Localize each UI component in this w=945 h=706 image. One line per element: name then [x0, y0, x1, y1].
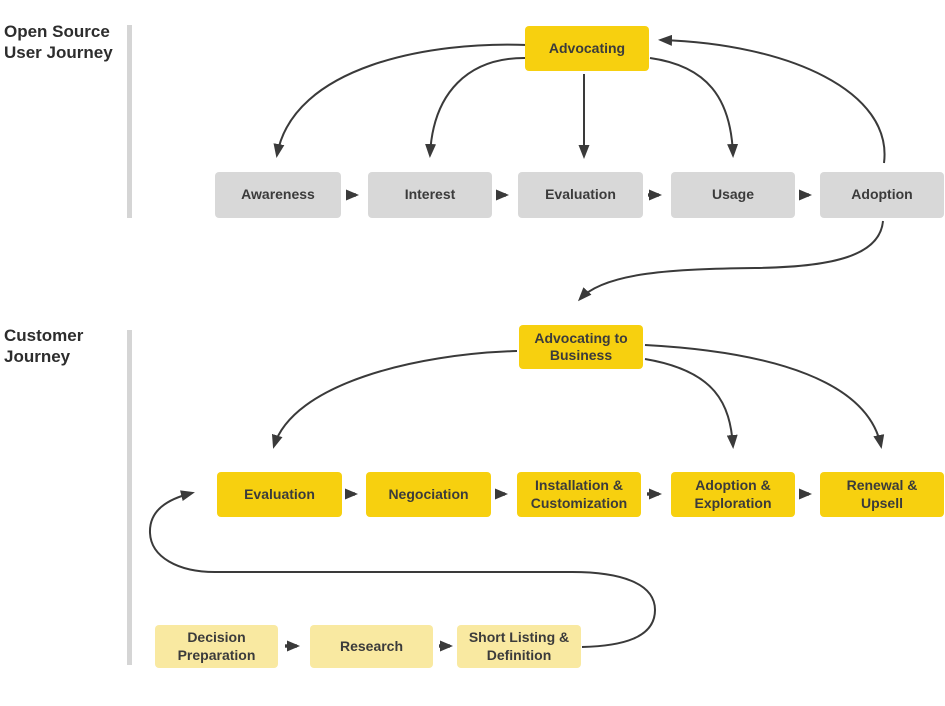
node-advocating: Advocating [525, 26, 649, 71]
node-negociation: Negociation [366, 472, 491, 517]
node-installation-customization: Installation & Customization [517, 472, 641, 517]
section-title-customer-journey: Customer Journey [4, 326, 83, 368]
node-decision-preparation: Decision Preparation [155, 625, 278, 668]
node-research: Research [310, 625, 433, 668]
node-evaluation-customer: Evaluation [217, 472, 342, 517]
arrow-advocating-to-awareness [273, 43, 528, 158]
node-adoption: Adoption [820, 172, 944, 218]
node-usage: Usage [671, 172, 795, 218]
arrow-atb-to-evaluation [271, 350, 518, 449]
node-renewal-upsell: Renewal & Upsell [820, 472, 944, 517]
arrow-adoption-to-advocating-to-business [577, 220, 884, 302]
section-divider-top [127, 25, 132, 218]
arrow-atb-to-adoption-exploration [644, 358, 738, 449]
section-title-line: Open Source [4, 22, 110, 41]
node-adoption-exploration: Adoption & Exploration [671, 472, 795, 517]
node-awareness: Awareness [215, 172, 341, 218]
section-title-line: Journey [4, 346, 71, 366]
section-title-open-source-user-journey: Open Source User Journey [4, 22, 113, 64]
arrow-adoption-to-advocating [658, 34, 886, 164]
section-title-line: User Journey [4, 42, 113, 62]
section-divider-bottom [127, 330, 132, 665]
node-interest: Interest [368, 172, 492, 218]
arrow-advocating-to-interest [425, 56, 528, 158]
arrow-atb-to-renewal-upsell [644, 344, 885, 449]
node-advocating-to-business: Advocating to Business [519, 325, 643, 369]
node-short-listing-definition: Short Listing & Definition [457, 625, 581, 668]
node-evaluation-open-source: Evaluation [518, 172, 643, 218]
arrow-advocating-to-usage [649, 57, 739, 158]
section-title-line: Customer [4, 326, 84, 345]
arrow-shortlisting-loop-to-evaluation [148, 490, 657, 648]
